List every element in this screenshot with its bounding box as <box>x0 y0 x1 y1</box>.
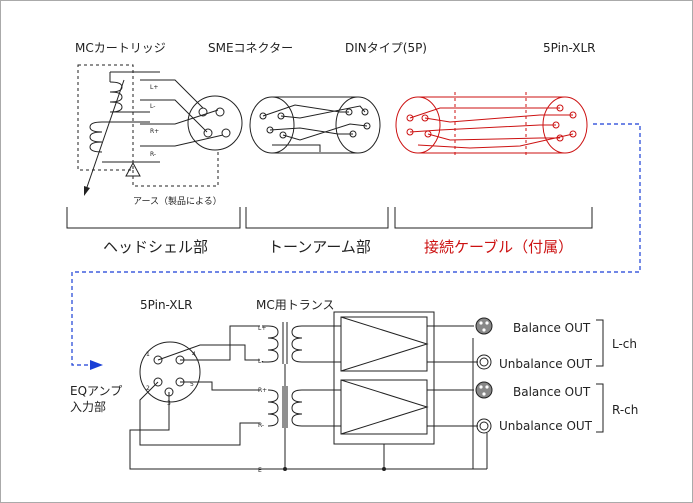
earth-note: アース（製品による） <box>133 195 222 207</box>
din-cable <box>249 96 381 154</box>
input-wiring <box>129 325 487 470</box>
xlr-pin-4: 4 <box>192 351 196 358</box>
pin-r-minus: R- <box>150 151 156 158</box>
xlr-pin-2: 2 <box>146 385 150 392</box>
xlr-bottom-label: 5Pin-XLR <box>140 298 193 312</box>
earth-line <box>125 150 219 187</box>
signal-link-line <box>71 123 641 366</box>
tonearm-label: トーンアーム部 <box>268 238 371 256</box>
cartridge-symbol <box>77 64 160 196</box>
sme-connector <box>187 95 243 151</box>
eq-input-line1: EQアンプ <box>70 384 122 398</box>
l-ch-label: L-ch <box>612 337 637 351</box>
xlr-input-connector <box>139 341 201 403</box>
din-label: DINタイプ(5P) <box>345 41 427 55</box>
unbalance-out-l: Unbalance OUT <box>499 357 593 371</box>
l-ch-bracket <box>596 319 604 367</box>
transformer-l <box>262 322 303 364</box>
transformer-r <box>267 386 303 428</box>
pin-l-minus: L- <box>150 103 155 110</box>
cartridge-label: MCカートリッジ <box>75 41 166 55</box>
xlr-top-label: 5Pin-XLR <box>543 41 596 55</box>
tap-r-plus: R+ <box>258 387 267 394</box>
cable-label: 接続ケーブル（付属） <box>424 238 573 256</box>
tap-l-minus: L- <box>258 358 263 365</box>
eq-input-line2: 入力部 <box>70 399 106 414</box>
pin-r-plus: R+ <box>150 128 159 135</box>
amplifier-unit <box>333 311 435 445</box>
tap-e: E <box>258 467 262 474</box>
unbalance-out-r-jack <box>476 418 492 434</box>
unbalance-out-l-jack <box>476 354 492 370</box>
balance-out-l-jack <box>475 317 493 335</box>
r-ch-label: R-ch <box>612 403 638 417</box>
link-arrow-icon <box>90 360 103 370</box>
r-ch-bracket <box>596 383 604 433</box>
red-cable <box>395 92 588 158</box>
unbalance-out-r: Unbalance OUT <box>499 419 593 433</box>
balance-out-r-jack <box>475 381 493 399</box>
section-brackets <box>66 207 593 229</box>
headshell-label: ヘッドシェル部 <box>103 238 208 256</box>
tap-l-plus: L+ <box>258 325 266 332</box>
xlr-pin-1: 1 <box>146 351 150 358</box>
trans-label: MC用トランス <box>256 298 335 312</box>
balance-out-r: Balance OUT <box>513 385 591 399</box>
xlr-pin-5: 5 <box>190 381 194 388</box>
tap-r-minus: R- <box>258 422 264 429</box>
sme-label: SMEコネクター <box>208 41 293 55</box>
balance-out-l: Balance OUT <box>513 321 591 335</box>
cartridge-wires <box>140 79 224 147</box>
pin-l-plus: L+ <box>150 84 158 91</box>
